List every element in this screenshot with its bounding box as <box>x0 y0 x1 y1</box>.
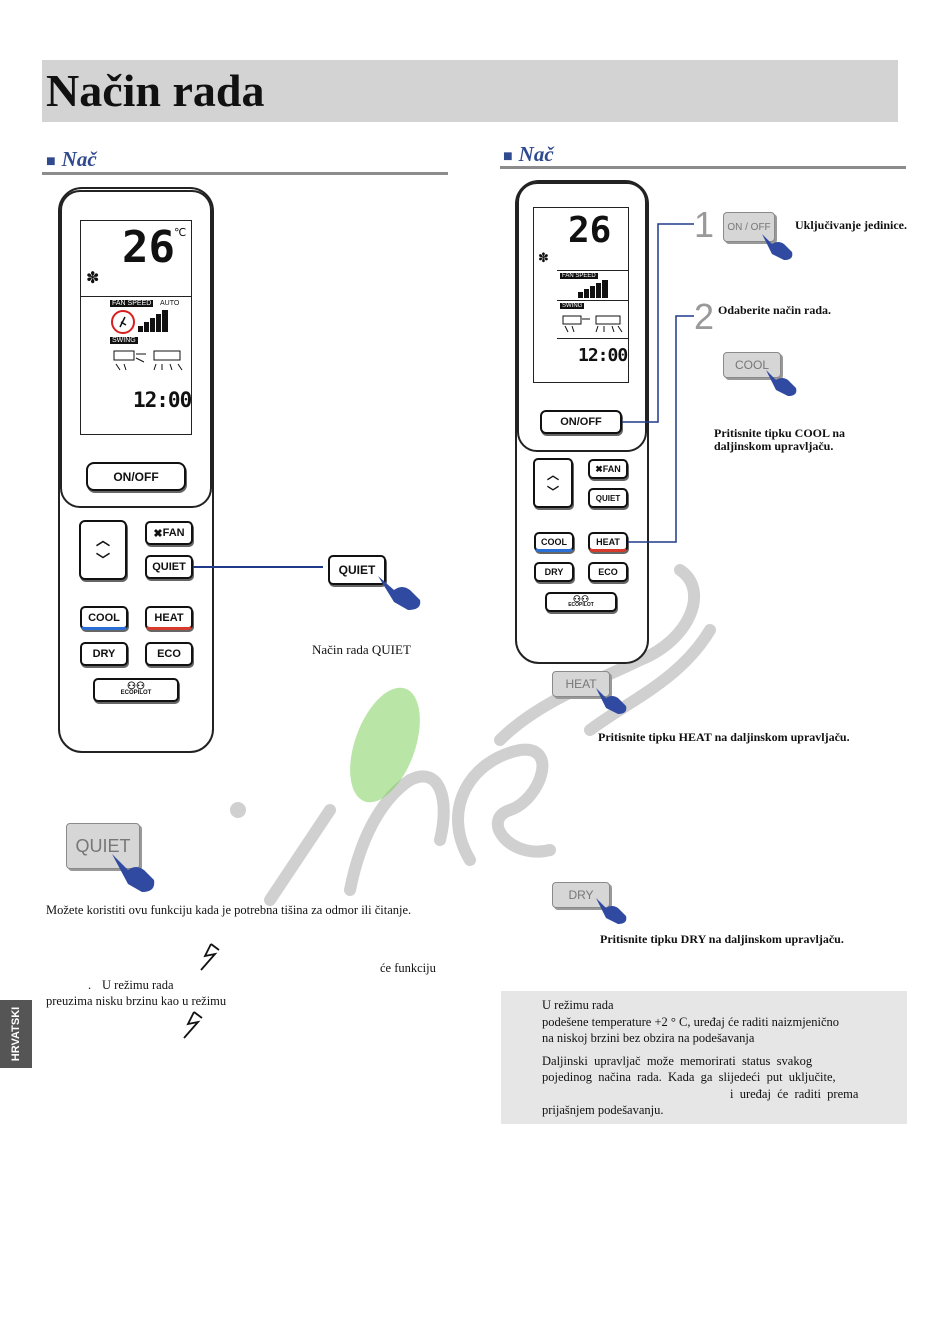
step-2-number: 2 <box>694 296 715 337</box>
right-onoff-button[interactable]: ON/OFF <box>540 410 622 434</box>
quiet-callout-button[interactable]: QUIET <box>328 555 386 585</box>
fan-snowflake-icon: ✽ <box>538 250 549 265</box>
lcd-auto-label: AUTO <box>160 300 180 307</box>
left-ecopilot-label: ECOPILOT <box>120 690 152 696</box>
page-title: Način rada <box>46 65 265 116</box>
lcd-swing-label: SWING <box>560 303 585 309</box>
quiet-paragraph-2-end: će funkciju <box>380 961 436 975</box>
left-fan-label: FAN <box>162 527 185 539</box>
quiet-large-button[interactable]: QUIET <box>66 823 140 869</box>
chevron-up-icon: ︿ <box>96 532 110 548</box>
right-heading-text: Nač <box>518 142 554 166</box>
lcd-divider <box>80 296 192 297</box>
left-cool-button[interactable]: COOL <box>80 606 128 630</box>
notes-box <box>501 991 907 1124</box>
language-label: HRVATSKI <box>10 1006 22 1062</box>
left-ecopilot-button[interactable]: ⚇⚇ECOPILOT <box>93 678 179 702</box>
right-dry-button[interactable]: DRY <box>534 562 574 582</box>
quiet-symbol-icon <box>200 943 220 971</box>
lcd-time: 12:00 <box>133 388 192 412</box>
hand-pointer-icon <box>112 854 155 892</box>
left-section-heading: ■ Nač <box>46 147 97 172</box>
quiet-paragraph-3-start: . <box>88 978 92 992</box>
hand-pointer-icon <box>596 898 627 924</box>
lcd-divider <box>557 338 629 339</box>
heat-instruction-text: Pritisnite tipku HEAT na daljinskom upra… <box>598 730 850 744</box>
lcd-temperature: 26 <box>122 222 175 273</box>
lcd-time: 12:00 <box>578 345 628 366</box>
step-1-text: Uključivanje jedinice. <box>795 218 907 232</box>
left-heading-text: Nač <box>61 147 97 171</box>
right-section-heading: ■ Nač <box>503 142 554 167</box>
note-2-line-4: prijašnjem podešavanju. <box>542 1103 664 1117</box>
quiet-paragraph-1: Možete koristiti ovu funkciju kada je po… <box>46 903 412 917</box>
left-heading-rule <box>42 172 448 175</box>
hand-pointer-icon <box>596 688 627 714</box>
lcd-swing-label: SWING <box>110 337 138 344</box>
chevron-down-icon: ﹀ <box>96 552 110 568</box>
right-quiet-button[interactable]: QUIET <box>588 488 628 508</box>
left-dry-button[interactable]: DRY <box>80 642 128 666</box>
step-1-number: 1 <box>694 204 715 245</box>
chevron-up-icon: ︿ <box>546 468 559 482</box>
fan-speed-bars-icon <box>578 280 608 298</box>
hand-pointer-icon <box>378 576 421 610</box>
note-2-line-3: i uređaj će raditi prema <box>730 1087 859 1101</box>
left-fan-button[interactable]: ✖FAN <box>145 521 193 545</box>
lcd-divider <box>557 270 629 271</box>
lcd-temperature: 26 <box>568 210 612 251</box>
right-up-down-button[interactable]: ︿﹀ <box>533 458 573 508</box>
quiet-paragraph-4: preuzima nisku brzinu kao u režimu <box>46 994 227 1008</box>
right-eco-button[interactable]: ECO <box>588 562 628 582</box>
ecopilot-icon: ⚇⚇ <box>572 594 590 604</box>
left-up-down-button[interactable]: ︿﹀ <box>79 520 127 580</box>
watermark-logo <box>230 564 716 906</box>
lcd-divider <box>557 300 629 301</box>
note-2-line-2: pojedinog načina rada. Kada ga slijedeći… <box>542 1070 836 1084</box>
fan-icon: ✖ <box>595 463 603 474</box>
lcd-fan-speed-label: FAN SPEED <box>110 300 154 307</box>
quiet-connector-line <box>193 566 323 568</box>
fan-icon: ✖ <box>153 527 163 540</box>
right-cool-button[interactable]: COOL <box>534 532 574 552</box>
quiet-symbol-icon <box>183 1011 203 1039</box>
lcd-unit: ℃ <box>174 226 187 239</box>
right-heading-rule <box>500 166 906 169</box>
swing-icons <box>562 315 623 333</box>
fan-speed-bars-icon <box>111 310 168 334</box>
step-2-text: Odaberite način rada. <box>718 303 831 317</box>
language-sidebar-tab: HRVATSKI <box>0 1000 32 1068</box>
step-1-onoff-button[interactable]: ON / OFF <box>723 212 775 242</box>
swing-icons <box>113 350 183 371</box>
hand-pointer-icon <box>762 234 793 260</box>
quiet-paragraph-3-mid: U režimu rada <box>102 978 174 992</box>
cool-instruction-text: Pritisnite tipku COOL na daljinskom upra… <box>714 426 846 453</box>
note-2-line-1: Daljinski upravljač može memorirati stat… <box>542 1054 813 1068</box>
lcd-fan-speed-label: FAN SPEED <box>560 273 598 279</box>
left-heat-button[interactable]: HEAT <box>145 606 193 630</box>
bullet-square-icon: ■ <box>46 153 56 170</box>
left-remote-lcd <box>80 220 192 435</box>
left-quiet-button[interactable]: QUIET <box>145 555 193 579</box>
note-1-line-1: U režimu rada <box>542 998 614 1012</box>
right-heat-button[interactable]: HEAT <box>588 532 628 552</box>
fan-snowflake-icon: ✽ <box>86 270 100 287</box>
quiet-caption: Način rada QUIET <box>312 642 411 657</box>
hand-pointer-icon <box>766 370 797 396</box>
right-ecopilot-button[interactable]: ⚇⚇ECOPILOT <box>545 592 617 612</box>
title-bar <box>42 60 898 122</box>
chevron-down-icon: ﹀ <box>546 485 559 499</box>
right-fan-button[interactable]: ✖FAN <box>588 459 628 479</box>
left-onoff-button[interactable]: ON/OFF <box>86 462 186 491</box>
step-connector-lines <box>622 223 694 543</box>
cool-callout-button[interactable]: COOL <box>723 352 781 378</box>
left-eco-button[interactable]: ECO <box>145 642 193 666</box>
bullet-square-icon: ■ <box>503 148 513 165</box>
ecopilot-icon: ⚇⚇ <box>127 681 145 692</box>
right-fan-label: FAN <box>602 464 621 474</box>
note-1-line-3: na niskoj brzini bez obzira na podešavan… <box>542 1031 755 1045</box>
note-1-line-2: podešene temperature +2 ° C, uređaj će r… <box>542 1015 839 1029</box>
dry-instruction-text: Pritisnite tipku DRY na daljinskom uprav… <box>600 932 844 946</box>
right-ecopilot-label: ECOPILOT <box>568 602 594 608</box>
